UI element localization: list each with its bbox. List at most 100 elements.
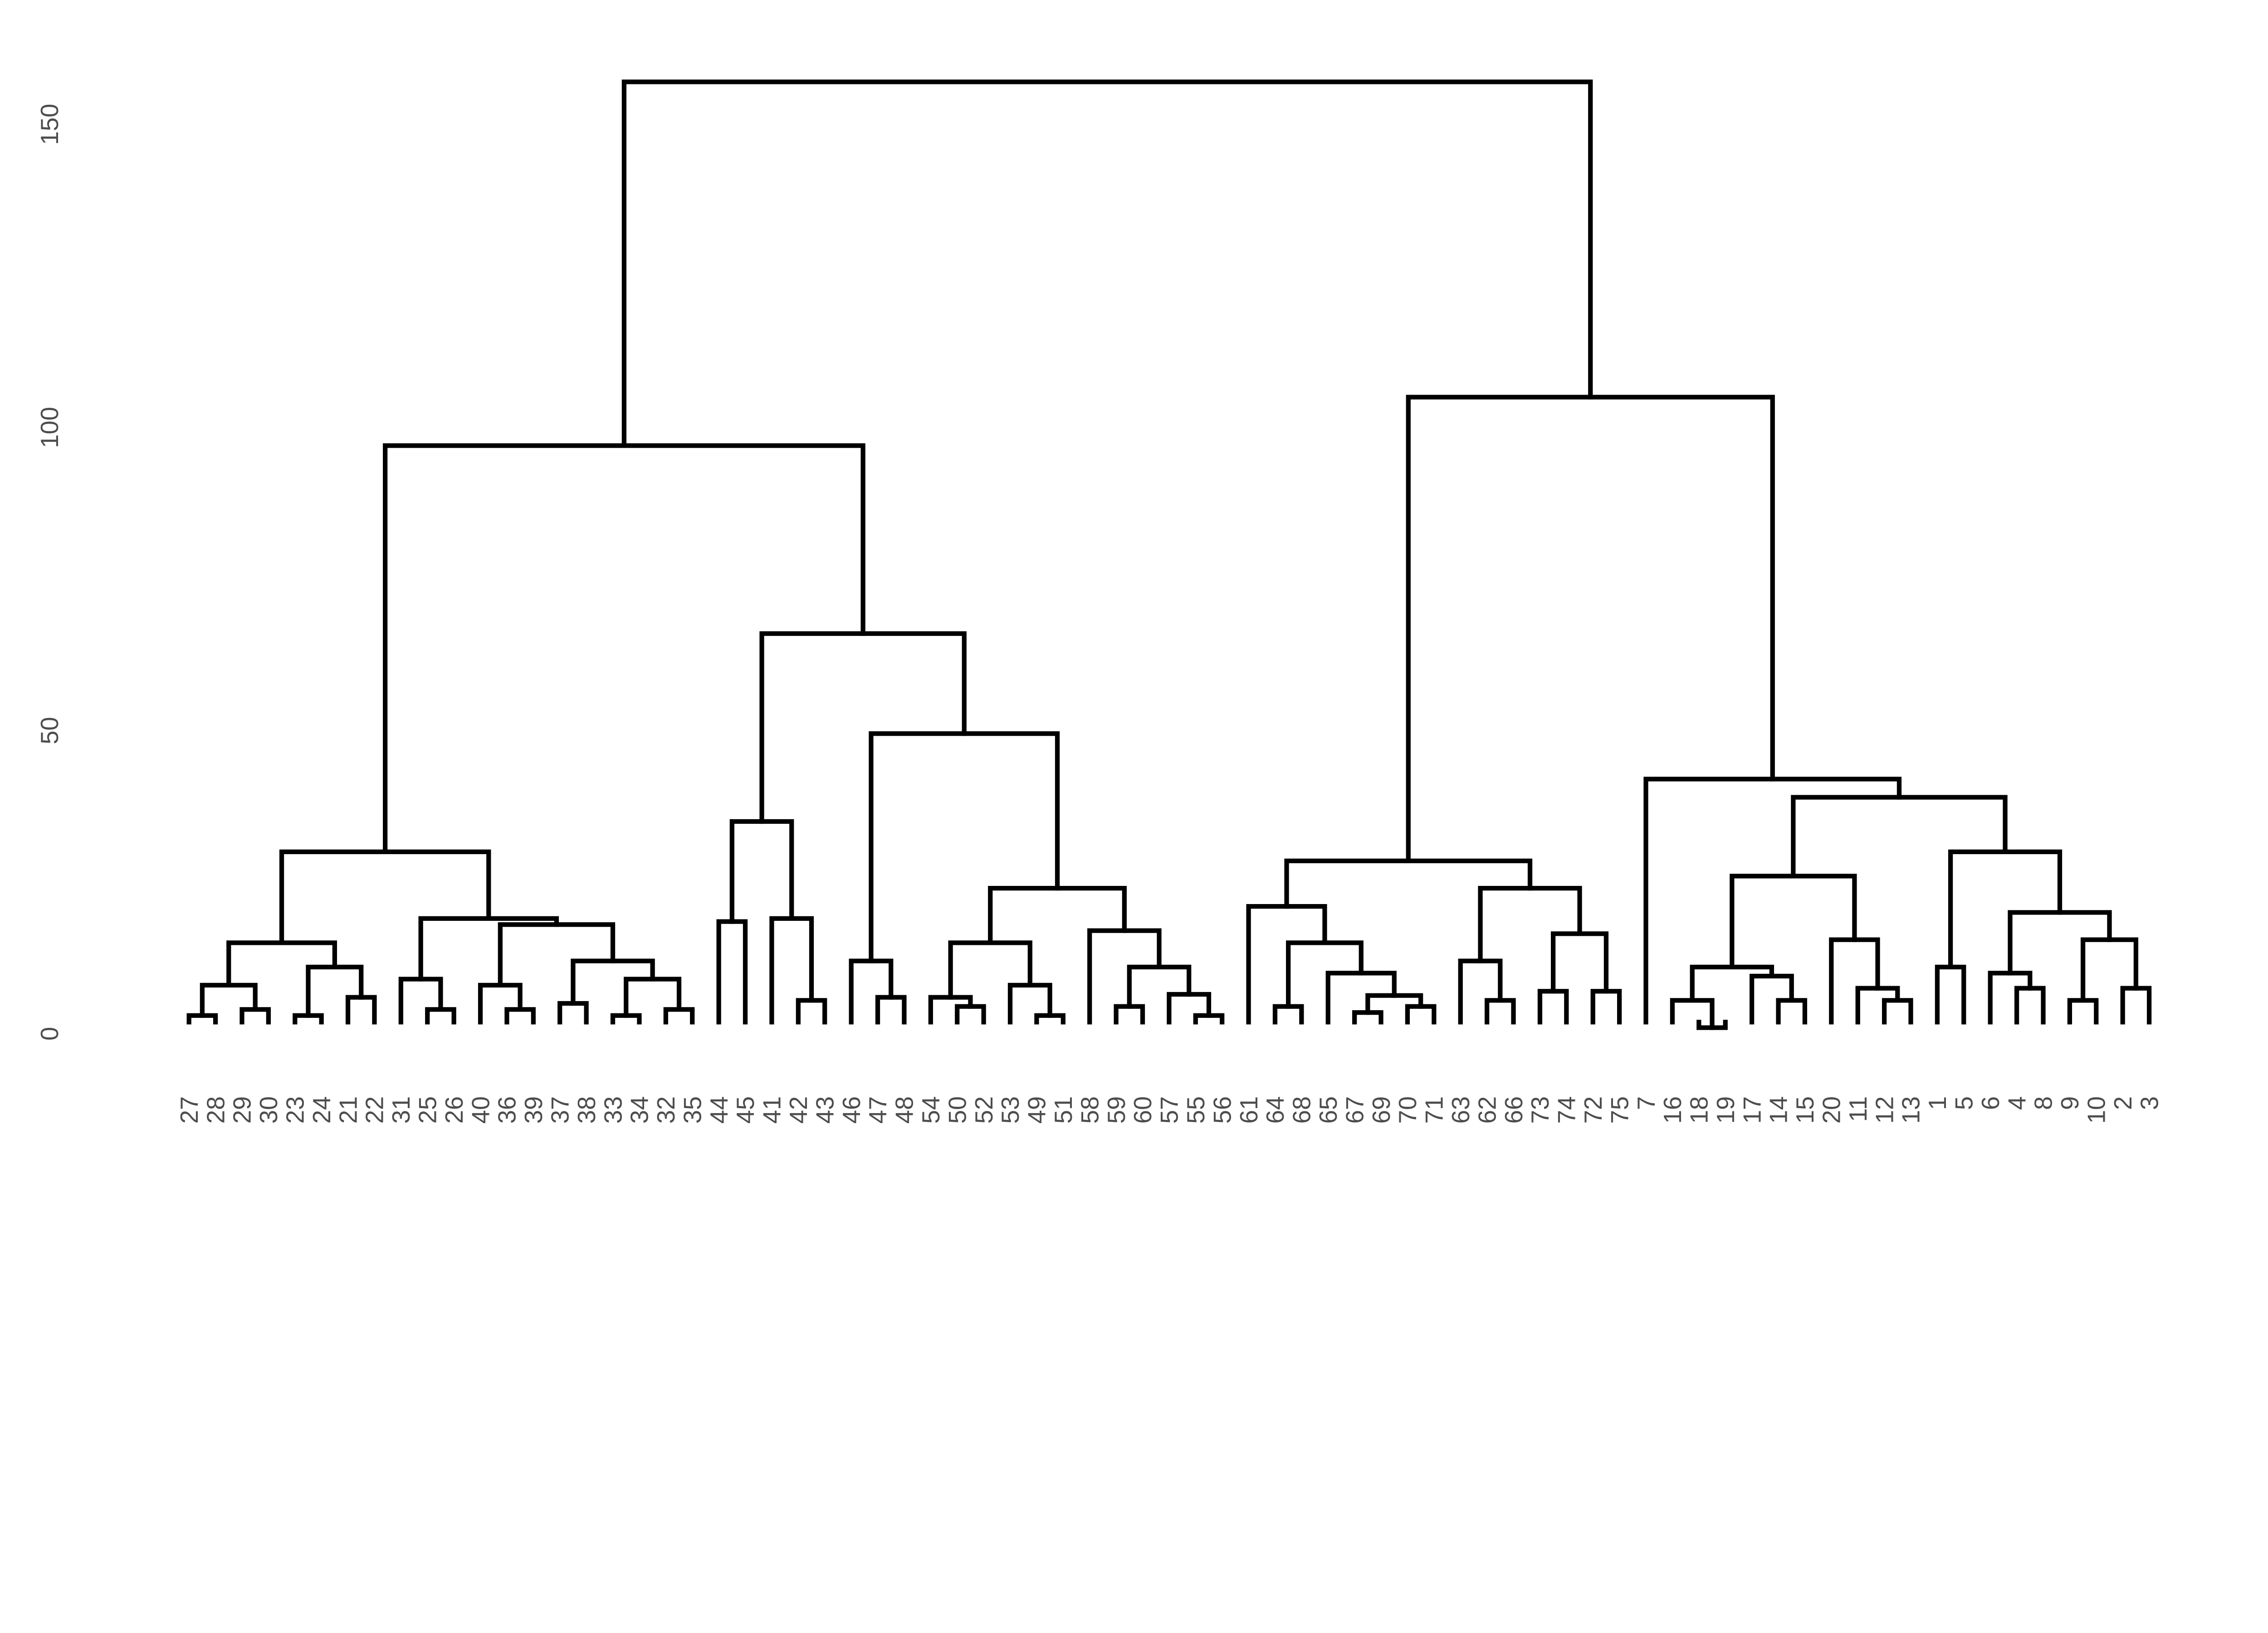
merge-branch-61 [1730, 874, 1857, 969]
merge-branch-19 [716, 919, 748, 1025]
merge-branch-6 [226, 940, 337, 988]
leaf-label-71: 71 [1421, 1096, 1448, 1124]
leaf-label-36: 36 [494, 1096, 521, 1124]
merge-branch-63 [2014, 986, 2046, 1025]
merge-branch-65 [2067, 998, 2099, 1025]
leaf-label-52: 52 [970, 1096, 998, 1124]
leaf-label-69: 69 [1368, 1096, 1395, 1124]
merge-branch-39 [1272, 1004, 1304, 1025]
leaf-label-65: 65 [1315, 1096, 1342, 1124]
leaf-label-23: 23 [281, 1096, 309, 1124]
merge-branch-25 [955, 1004, 986, 1025]
leaf-label-57: 57 [1156, 1096, 1183, 1124]
leaf-label-44: 44 [705, 1096, 733, 1124]
leaf-label-64: 64 [1261, 1096, 1289, 1124]
leaf-label-45: 45 [732, 1096, 759, 1124]
y-tick-label-50: 50 [36, 717, 64, 744]
leaf-label-47: 47 [864, 1096, 892, 1124]
y-tick-label-100: 100 [36, 407, 64, 448]
leaf-label-26: 26 [440, 1096, 468, 1124]
merge-branch-10 [478, 983, 523, 1025]
merge-branch-32 [1167, 992, 1212, 1025]
merge-branch-18 [279, 849, 491, 945]
merge-branch-41 [1405, 1004, 1437, 1025]
leaf-label-25: 25 [414, 1096, 441, 1124]
leaf-label-10: 10 [2083, 1096, 2111, 1124]
leaf-label-56: 56 [1208, 1096, 1236, 1124]
merge-branch-52 [1284, 858, 1533, 909]
merge-branch-73 [621, 79, 1593, 448]
y-tick-label-0: 0 [36, 1027, 64, 1041]
leaf-label-59: 59 [1103, 1096, 1130, 1124]
merge-branch-38 [383, 443, 865, 855]
leaf-label-3: 3 [2136, 1096, 2163, 1110]
leaf-label-13: 13 [1897, 1096, 1925, 1124]
merge-branch-55 [1776, 998, 1808, 1025]
leaf-label-24: 24 [308, 1096, 336, 1124]
merge-branch-23 [875, 995, 907, 1025]
leaf-label-51: 51 [1050, 1096, 1077, 1124]
merge-branch-35 [988, 885, 1127, 945]
leaf-label-4: 4 [2003, 1096, 2031, 1110]
leaf-label-41: 41 [758, 1096, 786, 1124]
leaf-label-70: 70 [1394, 1096, 1422, 1124]
leaf-label-31: 31 [387, 1096, 415, 1124]
leaf-label-16: 16 [1659, 1096, 1686, 1124]
leaf-label-63: 63 [1447, 1096, 1475, 1124]
merge-branch-71 [1643, 777, 1902, 1025]
leaf-label-74: 74 [1553, 1096, 1581, 1124]
leaf-label-18: 18 [1686, 1096, 1713, 1124]
leaf-label-6: 6 [1977, 1096, 2004, 1110]
leaf-label-22: 22 [361, 1096, 389, 1124]
leaf-label-15: 15 [1791, 1096, 1819, 1124]
merge-branch-36 [869, 731, 1060, 963]
merge-branch-15 [571, 958, 655, 1006]
merge-branch-54 [1670, 998, 1715, 1030]
leaf-label-42: 42 [785, 1096, 812, 1124]
leaf-label-49: 49 [1023, 1096, 1051, 1124]
leaf-label-75: 75 [1606, 1096, 1633, 1124]
leaf-label-68: 68 [1288, 1096, 1316, 1124]
merge-branch-72 [1406, 395, 1775, 864]
leaf-label-62: 62 [1473, 1096, 1501, 1124]
leaf-label-30: 30 [255, 1096, 283, 1124]
leaf-label-12: 12 [1871, 1096, 1898, 1124]
leaf-label-34: 34 [626, 1096, 654, 1124]
merge-branch-20 [796, 998, 827, 1025]
leaf-label-27: 27 [176, 1096, 203, 1124]
leaf-label-73: 73 [1526, 1096, 1554, 1124]
merge-branch-29 [948, 940, 1032, 1000]
merge-branch-47 [1458, 958, 1503, 1025]
leaf-label-11: 11 [1844, 1096, 1872, 1122]
merge-branch-57 [1690, 964, 1774, 1003]
leaf-label-21: 21 [334, 1096, 362, 1124]
merge-branch-42 [1365, 993, 1423, 1015]
leaf-label-50: 50 [943, 1096, 971, 1124]
merge-branch-51 [1478, 885, 1582, 963]
merge-branch-66 [2120, 986, 2152, 1025]
leaf-label-32: 32 [652, 1096, 680, 1124]
leaf-label-60: 60 [1129, 1096, 1157, 1124]
leaf-label-1: 1 [1924, 1096, 1951, 1110]
leaf-label-72: 72 [1579, 1096, 1607, 1124]
merge-branch-48 [1537, 989, 1569, 1025]
leaf-label-58: 58 [1076, 1096, 1104, 1124]
merge-branch-11 [557, 1001, 589, 1025]
leaf-label-5: 5 [1950, 1096, 1978, 1110]
merge-branch-33 [1127, 964, 1192, 1009]
merge-branch-24 [849, 958, 894, 1025]
dendrogram-chart: 0 50 100 150 272829302324212231252640363… [36, 79, 2163, 1124]
merge-branch-17 [418, 916, 559, 982]
leaf-label-46: 46 [838, 1096, 865, 1124]
y-axis: 0 50 100 150 [36, 104, 64, 1041]
leaf-label-43: 43 [811, 1096, 839, 1124]
leaf-label-17: 17 [1738, 1096, 1766, 1124]
leaf-label-53: 53 [997, 1096, 1024, 1124]
merge-branch-64 [1988, 971, 2033, 1025]
merge-branch-70 [1791, 795, 2008, 879]
merge-branch-62 [1935, 964, 1966, 1025]
leaf-label-40: 40 [467, 1096, 494, 1124]
leaf-label-19: 19 [1712, 1096, 1740, 1124]
leaf-label-66: 66 [1500, 1096, 1528, 1124]
merge-branch-69 [1948, 849, 2063, 969]
